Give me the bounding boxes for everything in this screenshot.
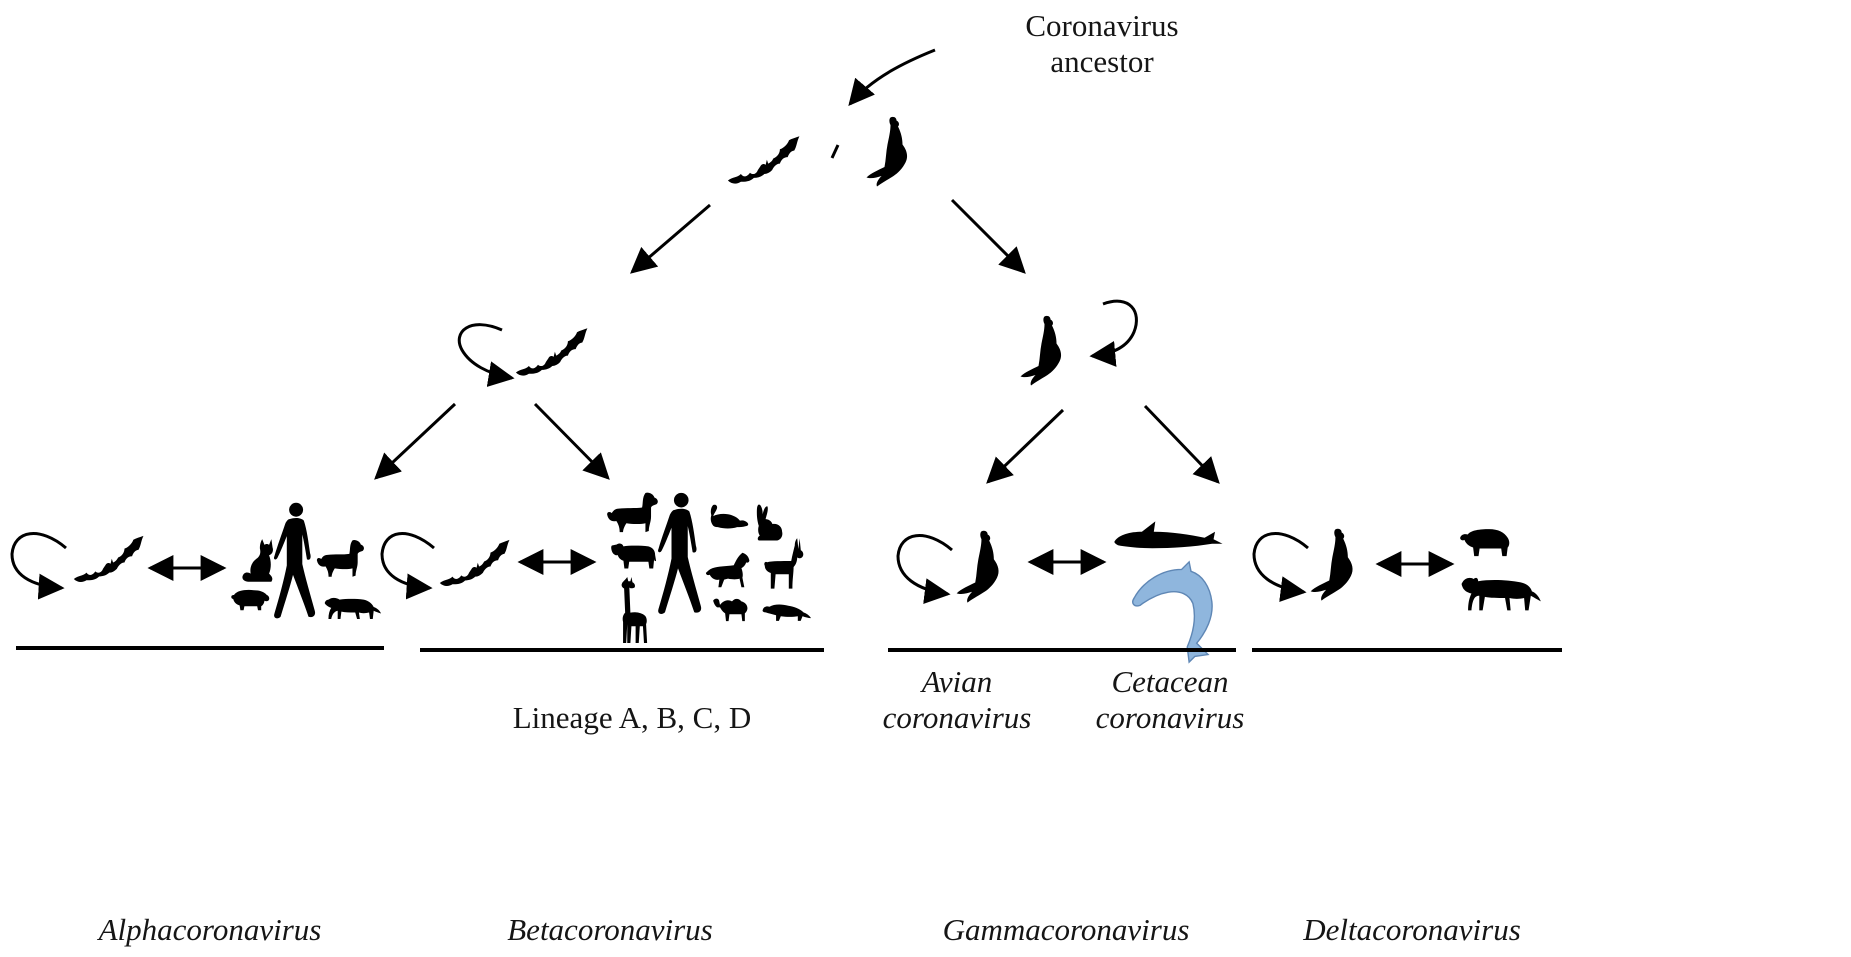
- self-loop-bat-mid: [457, 323, 515, 387]
- bat-icon: [515, 328, 588, 376]
- arrow-ancestor-to-bird: [950, 198, 1026, 274]
- arrow-ancestor-to-bat: [630, 203, 711, 274]
- cetacean-coronavirus-label: Cetacean coronavirus: [1070, 664, 1270, 736]
- bird-icon: [1020, 315, 1062, 386]
- arrow-bird-to-avian: [986, 408, 1065, 484]
- genus-gamma-label: Gammacoronavirus: [942, 912, 1190, 947]
- self-loop-bird-mid: [1089, 299, 1138, 367]
- genus-beta-label: Betacoronavirus: [507, 912, 713, 947]
- lineage-label: Lineage A, B, C, D: [512, 700, 752, 735]
- bat-icon: [73, 535, 144, 583]
- bird-icon: [1310, 528, 1353, 601]
- cetacean-label-line2: coronavirus: [1095, 700, 1245, 735]
- arrow-bat-to-beta: [533, 402, 610, 480]
- horse-icon: [705, 552, 750, 588]
- dog-icon: [607, 492, 658, 533]
- giraffe-icon: [621, 577, 648, 643]
- civet-icon: [324, 597, 382, 619]
- cetacean-label-line1: Cetacean: [1111, 664, 1229, 699]
- bat-icon: [727, 136, 800, 184]
- ancestor-divider-mark: [830, 144, 840, 159]
- bird-icon: [866, 116, 908, 187]
- rabbit-icon: [756, 504, 783, 541]
- arrow-bat-to-alpha: [374, 402, 457, 480]
- ancestor-label-line2: ancestor: [1050, 44, 1154, 79]
- pig-icon: [1460, 529, 1510, 557]
- genus-delta-label: Deltacoronavirus: [1303, 912, 1521, 947]
- self-loop-beta: [380, 532, 435, 600]
- dolphin-icon: [1132, 561, 1213, 663]
- human-icon: [273, 502, 316, 619]
- camel-icon: [713, 598, 748, 622]
- ancestor-label-line1: Coronavirus: [1025, 8, 1179, 43]
- ancestor-label: Coronavirus ancestor: [1002, 8, 1202, 80]
- pig-icon: [231, 589, 270, 611]
- cat-icon: [242, 539, 273, 582]
- avian-coronavirus-label: Avian coronavirus: [862, 664, 1052, 736]
- bat-icon: [439, 539, 510, 587]
- avian-label-line2: coronavirus: [882, 700, 1032, 735]
- ferret-icon: [762, 604, 812, 621]
- avian-label-line1: Avian: [921, 664, 993, 699]
- bird-icon: [956, 530, 999, 603]
- leopard-icon: [1461, 577, 1541, 611]
- self-loop-delta: [1252, 532, 1309, 602]
- whale-icon: [1114, 521, 1223, 549]
- dog-icon: [316, 540, 364, 577]
- self-loop-alpha: [10, 532, 67, 600]
- genus-alpha-label: Alphacoronavirus: [98, 912, 322, 947]
- antelope-icon: [764, 538, 804, 589]
- cow-icon: [611, 543, 657, 569]
- ancestor-pointer-arrow: [848, 48, 936, 106]
- mouse-icon: [710, 504, 749, 529]
- self-loop-gamma: [896, 534, 953, 604]
- arrow-bird-to-cetacean: [1143, 404, 1220, 484]
- human-icon: [658, 492, 702, 614]
